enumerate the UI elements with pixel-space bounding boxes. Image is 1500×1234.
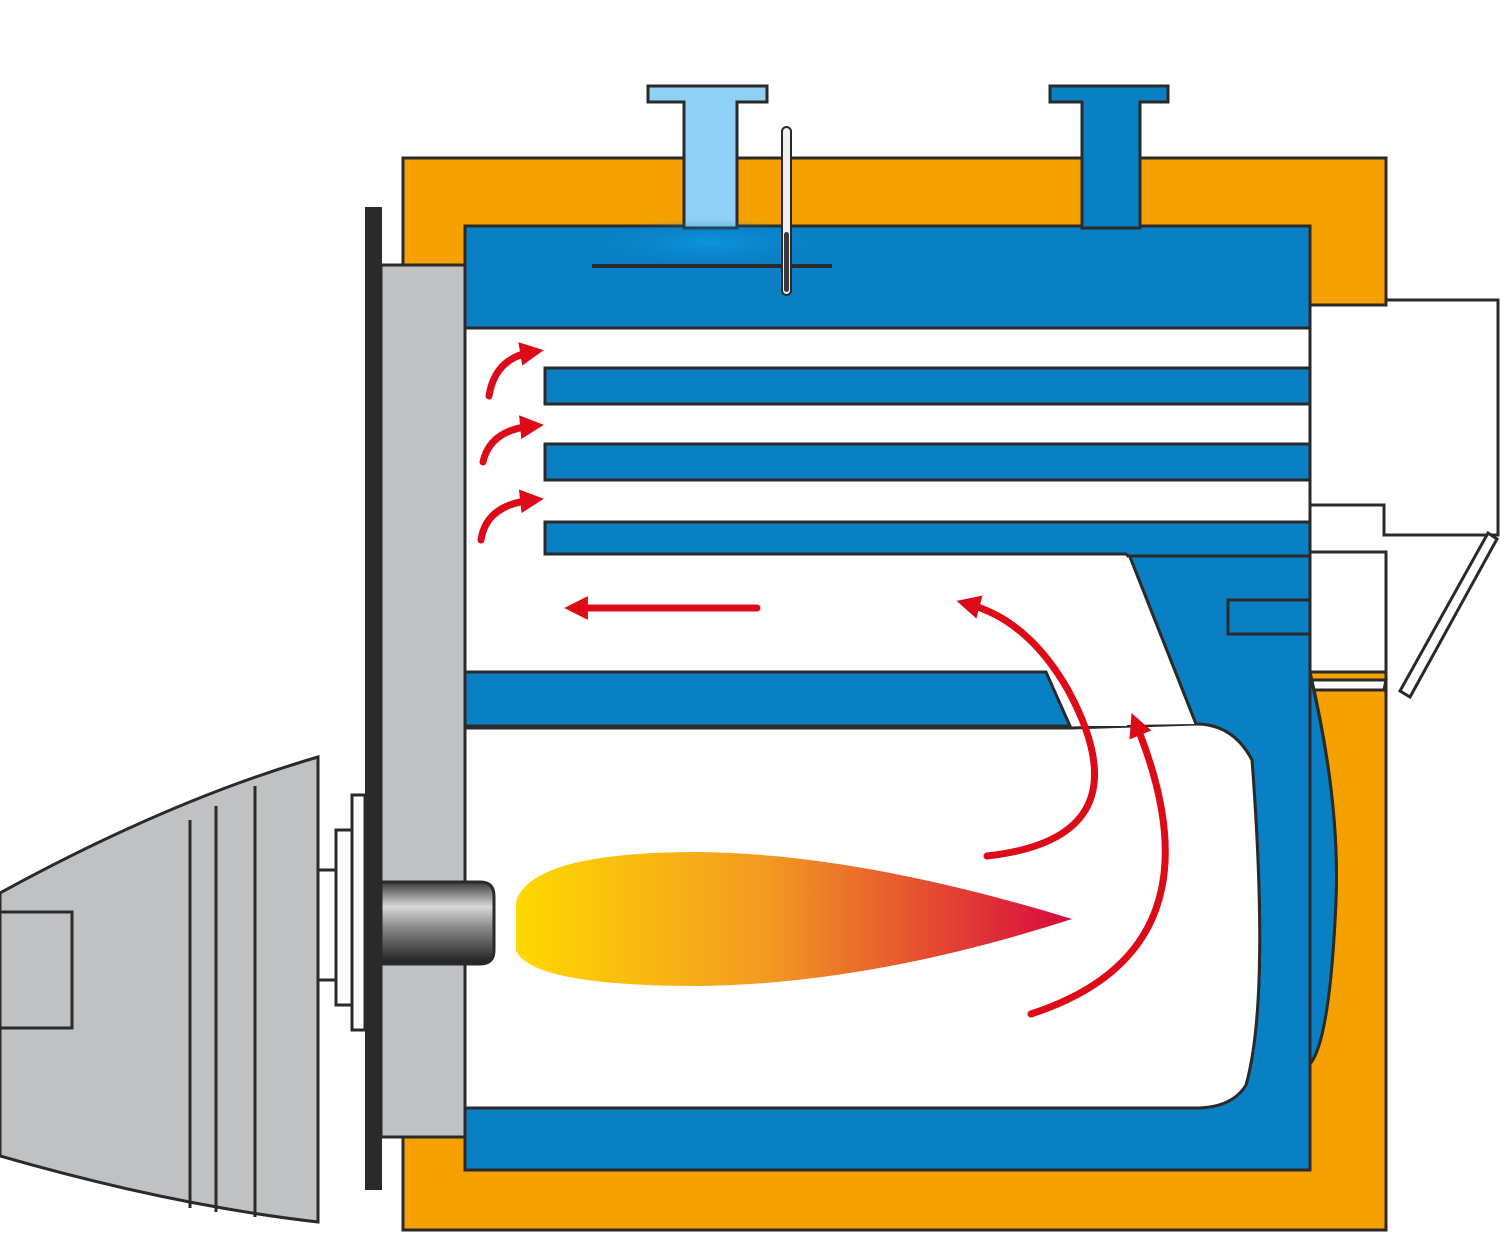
cleaning-hatch	[1397, 530, 1499, 700]
flue-tube-2	[543, 442, 1312, 482]
arrow-rear-rise	[1027, 712, 1169, 1018]
arrow-tube-1	[485, 342, 544, 400]
return-water-inlet	[1048, 84, 1170, 230]
flame-icon	[516, 852, 1072, 986]
burner-nozzle	[379, 880, 496, 966]
furnace-baffle	[463, 670, 1073, 728]
burner-flange-3	[350, 793, 367, 1032]
flue-tube-1	[543, 366, 1312, 406]
front-door	[379, 263, 467, 1139]
burner-flange-1	[316, 868, 338, 982]
arrow-tube-2	[479, 415, 544, 466]
burner-housing	[0, 755, 320, 1224]
burner-flange-2	[334, 828, 355, 1007]
thermometer-bulb	[784, 232, 789, 292]
flue-gas-arrows	[477, 342, 1169, 1018]
hot-water-outlet-glow	[590, 219, 830, 267]
arrow-tube-3	[477, 489, 544, 544]
smoke-box-inner	[1312, 307, 1496, 533]
arrow-upper-turn	[956, 595, 1098, 860]
burner-access-panel	[0, 910, 74, 1030]
smoke-box-link-clean	[1312, 554, 1384, 670]
flue-tube-4	[1226, 598, 1312, 636]
door-seal	[365, 207, 382, 1190]
chamber-slope-fill	[1060, 552, 1196, 726]
chamber-slope-line	[1126, 551, 1198, 725]
smoke-box-edge-lines	[1382, 298, 1500, 537]
flue-tube-3	[543, 520, 1312, 558]
